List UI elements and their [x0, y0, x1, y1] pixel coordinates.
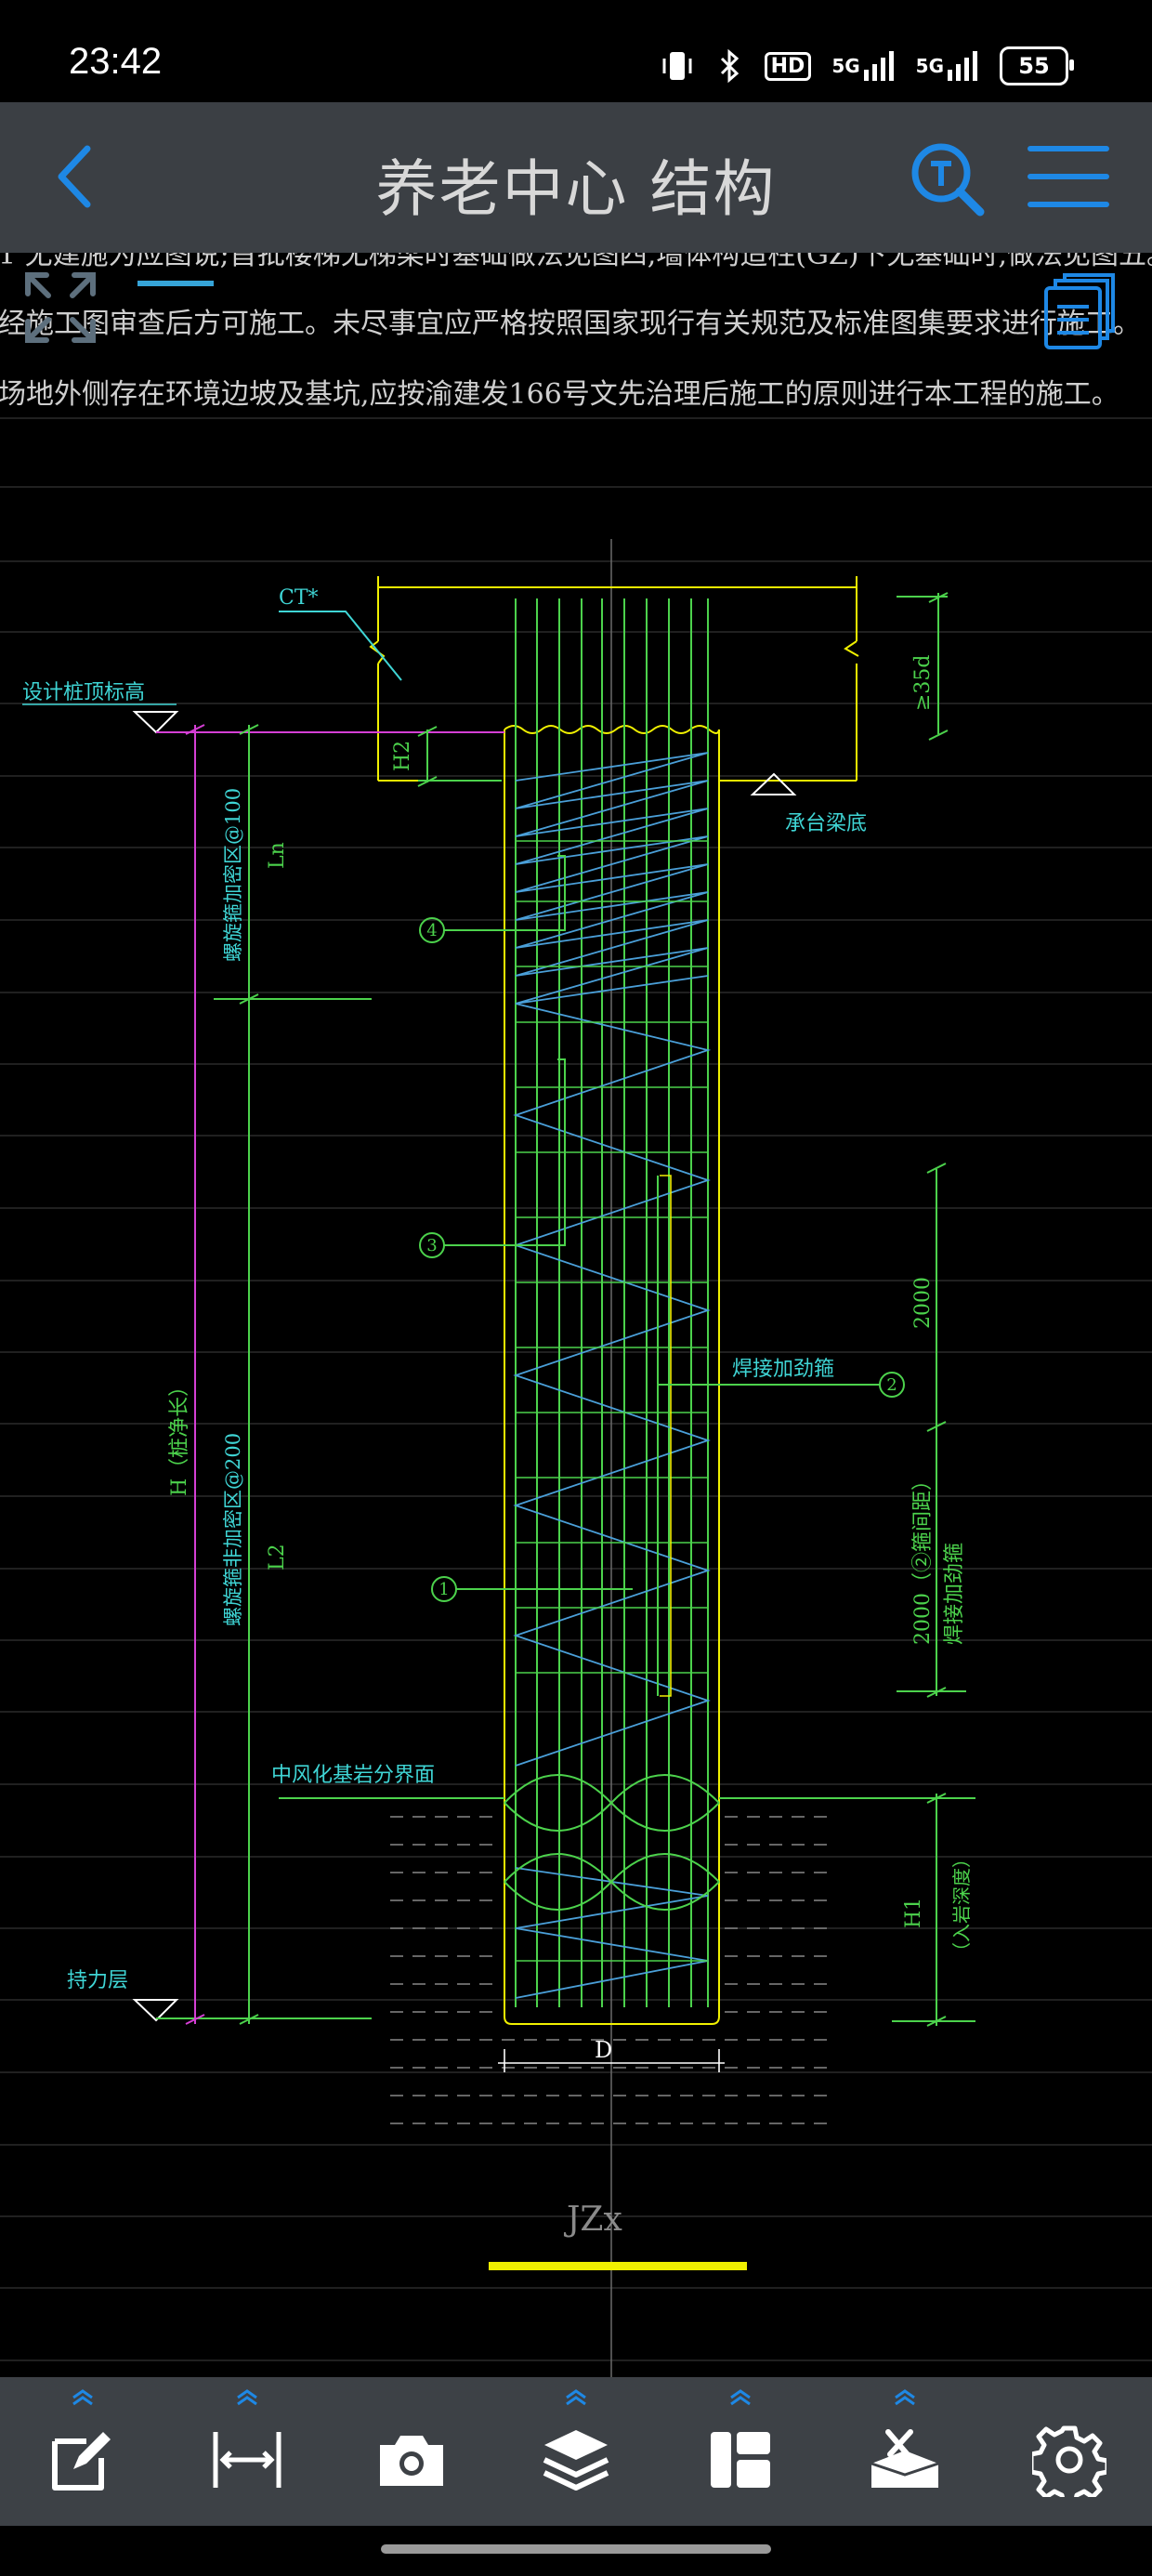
- overlay-progress-bar: [137, 281, 214, 286]
- dim-2000: [897, 1163, 966, 1698]
- cad-drawing-canvas[interactable]: 1 无建施为应图说;首批楼梯无梯梁时基础做法见图四,墙体构造柱(GZ)下无基础时…: [0, 239, 1152, 2377]
- vibrate-icon: [659, 47, 696, 85]
- app-header: 养老中心 结构: [0, 102, 1152, 253]
- label-diameter: D: [595, 2037, 612, 2063]
- layers-list-button[interactable]: [1042, 271, 1117, 351]
- status-bar: 23:42 HD 5G 5G 55: [0, 0, 1152, 102]
- signal-5g-icon-2: 5G: [916, 47, 979, 85]
- annotate-button[interactable]: [0, 2377, 164, 2526]
- layout-icon: [711, 2432, 771, 2488]
- text-search-icon: [911, 143, 985, 217]
- pile-detail-drawing[interactable]: 1 无建施为应图说;首批楼梯无梯梁时基础做法见图四,墙体构造柱(GZ)下无基础时…: [0, 239, 1152, 2377]
- layers-icon: [543, 2430, 609, 2491]
- label-dim-2000-hoop: 2000（②箍间距）: [911, 1470, 935, 1645]
- dim-diameter: [498, 2049, 725, 2072]
- battery-indicator: 55: [1000, 46, 1074, 85]
- bluetooth-icon: [716, 47, 744, 85]
- bottom-toolbar: [0, 2377, 1152, 2526]
- callouts: [419, 855, 905, 1602]
- note-line-1: 1 无建施为应图说;首批楼梯无梯梁时基础做法见图四,墙体构造柱(GZ)下无基础时…: [0, 253, 1152, 271]
- dim-h1: [892, 1793, 975, 2027]
- status-time: 23:42: [69, 41, 163, 82]
- label-ct: CT*: [279, 586, 319, 610]
- dim-h2: [417, 726, 502, 787]
- measure-distance-icon: [213, 2432, 281, 2488]
- rock-hatch: [390, 1816, 836, 2124]
- label-weld-hoop: 焊接加劲箍: [732, 1358, 834, 1381]
- drawing-notes: 1 无建施为应图说;首批楼梯无梯梁时基础做法见图四,墙体构造柱(GZ)下无基础时…: [0, 239, 1152, 411]
- detail-title-underline: [489, 2262, 747, 2270]
- chevron-up-icon: [895, 2389, 916, 2406]
- dim-anchor: [897, 592, 949, 741]
- label-anchor: ≥35d: [911, 654, 935, 711]
- measure-button[interactable]: [164, 2377, 329, 2526]
- document-list-icon: [1044, 273, 1115, 349]
- label-h2: H2: [391, 741, 414, 771]
- callout-4: 4: [426, 921, 437, 940]
- label-l2: L2: [266, 1544, 289, 1571]
- page-title: 养老中心 结构: [375, 153, 777, 225]
- back-button[interactable]: [41, 139, 115, 214]
- label-pile-top-level: 设计桩顶标高: [22, 681, 145, 704]
- label-ln: Ln: [266, 842, 289, 869]
- edit-pen-icon: [51, 2432, 111, 2491]
- callout-3: 3: [426, 1236, 437, 1255]
- spiral-stirrups: [513, 752, 712, 1999]
- note-line-2: 经施工图审查后方可施工。未尽事宜应严格按照国家现行有关规范及标准图集要求进行施工…: [0, 308, 1141, 340]
- screenshot-button[interactable]: [329, 2377, 493, 2526]
- cap-beam-outline: [369, 576, 859, 782]
- label-cap-bottom: 承台梁底: [785, 812, 867, 835]
- settings-button[interactable]: [988, 2377, 1152, 2526]
- chevron-up-icon: [236, 2389, 257, 2406]
- layers-button[interactable]: [493, 2377, 658, 2526]
- label-bearing-layer: 持力层: [67, 1969, 128, 1992]
- status-icons: HD 5G 5G 55: [659, 45, 1074, 87]
- tools-button[interactable]: [823, 2377, 988, 2526]
- chevron-up-icon: [72, 2389, 93, 2406]
- label-rock-embed: （入岩深度）: [950, 1849, 973, 1961]
- hamburger-menu-icon: [1028, 146, 1109, 207]
- note-line-3: 场地外侧存在环境边坡及基坑,应按渝建发166号文先治理后施工的原则进行本工程的施…: [0, 378, 1119, 411]
- level-markers: [132, 711, 797, 2022]
- layout-button[interactable]: [659, 2377, 823, 2526]
- chevron-left-icon: [58, 145, 91, 208]
- home-indicator[interactable]: [381, 2544, 771, 2554]
- detail-title: JZx: [563, 2201, 622, 2239]
- chevron-up-icon: [566, 2389, 586, 2406]
- pile-break-marks: [504, 1774, 720, 1911]
- toolbox-icon: [871, 2429, 939, 2488]
- label-stirrup-dense: 螺旋箍加密区@100: [222, 788, 244, 962]
- label-rock-interface: 中风化基岩分界面: [271, 1764, 435, 1787]
- dim-h: [185, 724, 205, 2025]
- gear-icon: [1032, 2425, 1107, 2497]
- label-h-pile: H（桩净长）: [168, 1376, 191, 1496]
- label-weld-hoop-vertical: 焊接加劲箍: [943, 1543, 966, 1645]
- label-stirrup-normal: 螺旋箍非加密区@200: [222, 1433, 244, 1626]
- label-dim-2000: 2000: [911, 1277, 935, 1329]
- expand-arrows-icon: [25, 272, 96, 343]
- text-search-button[interactable]: [906, 138, 989, 221]
- fullscreen-button[interactable]: [20, 268, 100, 348]
- grid-lines: [0, 417, 1152, 2361]
- horizontal-ties: [516, 840, 708, 1962]
- callout-2: 2: [886, 1375, 897, 1395]
- camera-icon: [379, 2436, 443, 2486]
- callout-1: 1: [439, 1580, 449, 1599]
- label-h1: H1: [902, 1898, 925, 1928]
- signal-5g-icon: 5G: [831, 47, 895, 85]
- hd-badge: HD: [764, 47, 812, 85]
- system-home-bar: [0, 2526, 1152, 2576]
- chevron-up-icon: [730, 2389, 751, 2406]
- dim-ln-l2: [214, 724, 372, 2025]
- menu-button[interactable]: [1027, 139, 1110, 214]
